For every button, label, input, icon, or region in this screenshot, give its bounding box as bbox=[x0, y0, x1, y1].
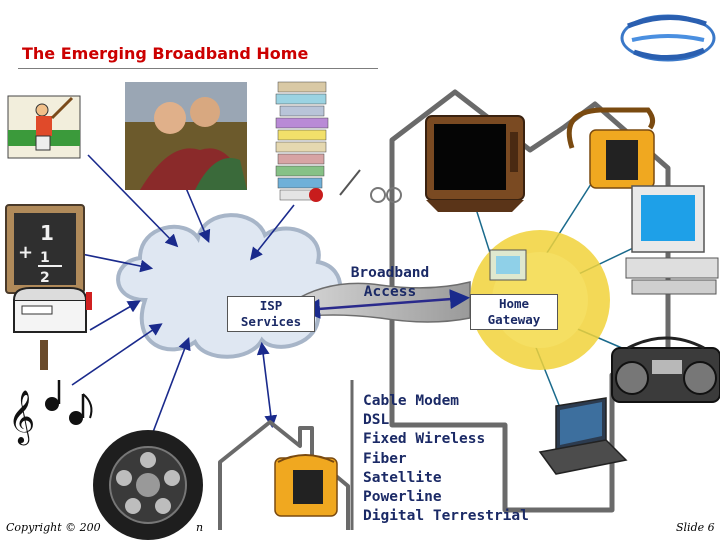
laptop-icon bbox=[538, 397, 628, 475]
access-technology-item: Cable Modem bbox=[363, 393, 460, 409]
broadband-access-label: Broadband Access bbox=[330, 264, 450, 302]
isp-line2: Services bbox=[240, 314, 302, 329]
content-arrows bbox=[61, 154, 295, 441]
access-line1: Broadband bbox=[350, 265, 430, 281]
slide-title: The Emerging Broadband Home bbox=[22, 44, 309, 63]
house-phone-icon bbox=[218, 420, 350, 530]
access-technology-item: Satellite bbox=[363, 469, 442, 486]
access-technology-item: Fixed Wireless bbox=[363, 431, 486, 448]
chalkboard-math-icon: 1 + 1 2 bbox=[5, 204, 85, 294]
copyright-tail-text: n bbox=[196, 521, 204, 534]
svg-text:2: 2 bbox=[40, 270, 50, 286]
isp-services-label: ISP Services bbox=[227, 296, 315, 332]
access-technology-list: Cable Modem DSL Fixed Wireless Fiber Sat… bbox=[363, 392, 529, 526]
tv-icon bbox=[425, 115, 525, 212]
svg-text:𝄞: 𝄞 bbox=[8, 389, 35, 445]
house-phone-icon bbox=[566, 107, 656, 189]
isp-line1: ISP bbox=[259, 298, 283, 313]
home-gateway-label: Home Gateway bbox=[470, 294, 558, 330]
svg-text:1: 1 bbox=[40, 221, 54, 245]
logo-icon bbox=[620, 14, 716, 62]
stereo-icon bbox=[611, 336, 720, 403]
books-icon bbox=[275, 81, 402, 203]
broadband-access-band bbox=[291, 281, 471, 323]
film-reel-icon bbox=[93, 430, 203, 540]
svg-text:+: + bbox=[18, 242, 33, 263]
isp-cloud bbox=[116, 213, 343, 359]
copyright-text: Copyright © 200 bbox=[6, 521, 101, 534]
mailbox-icon bbox=[13, 287, 92, 370]
access-technology-item: Digital Terrestrial bbox=[363, 508, 529, 525]
gateway-line2: Gateway bbox=[487, 312, 541, 327]
access-technology-item: Powerline bbox=[363, 489, 442, 506]
access-technology-item: Fiber bbox=[363, 450, 407, 467]
title-divider bbox=[18, 68, 378, 69]
access-technology-item: DSL bbox=[363, 412, 390, 429]
access-line2: Access bbox=[363, 284, 417, 300]
svg-text:1: 1 bbox=[40, 250, 50, 266]
music-notes-icon: 𝄞 bbox=[8, 380, 93, 445]
baseball-player-icon bbox=[7, 95, 81, 159]
slide-number: Slide 6 bbox=[676, 521, 715, 534]
gateway-line1: Home bbox=[498, 296, 530, 311]
painting-icon bbox=[125, 82, 247, 190]
computer-icon bbox=[625, 185, 719, 295]
